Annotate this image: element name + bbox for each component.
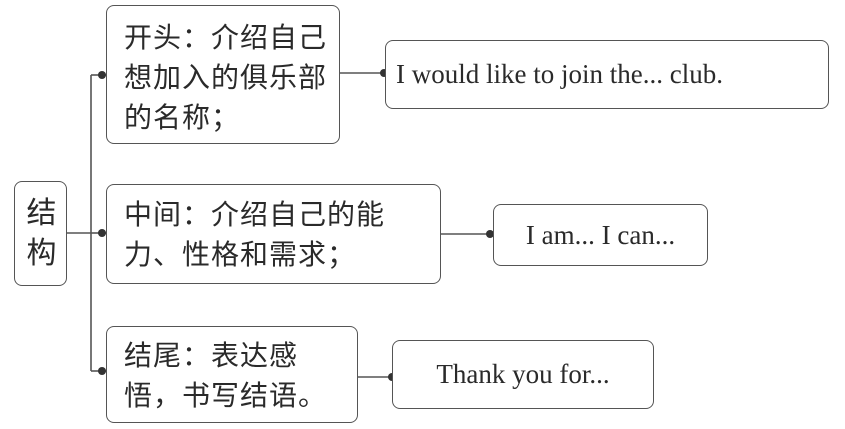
branch-ending: 结尾：表达感悟，书写结语。: [106, 326, 358, 423]
root-label: 结构: [26, 195, 57, 271]
connector-dot: [486, 230, 494, 238]
example-beginning: I would like to join the... club.: [385, 40, 829, 109]
example-middle-text: I am... I can...: [525, 219, 676, 250]
example-ending: Thank you for...: [392, 340, 654, 409]
example-ending-text: Thank you for...: [436, 359, 610, 389]
connector-dot: [98, 367, 106, 375]
branch-middle-label: 中间：介绍自己的能力、性格和需求；: [124, 198, 386, 271]
example-beginning-text: I would like to join the... club.: [396, 59, 723, 89]
connector-dot: [98, 71, 106, 79]
root-node: 结构: [14, 181, 67, 286]
branch-middle: 中间：介绍自己的能力、性格和需求；: [106, 184, 441, 284]
branch-beginning: 开头：介绍自己想加入的俱乐部的名称；: [106, 5, 340, 144]
branch-beginning-label: 开头：介绍自己想加入的俱乐部的名称；: [124, 21, 328, 134]
connector-dot: [98, 229, 106, 237]
example-middle: I am... I can...: [493, 204, 708, 266]
branch-ending-label: 结尾：表达感悟，书写结语。: [124, 339, 328, 412]
